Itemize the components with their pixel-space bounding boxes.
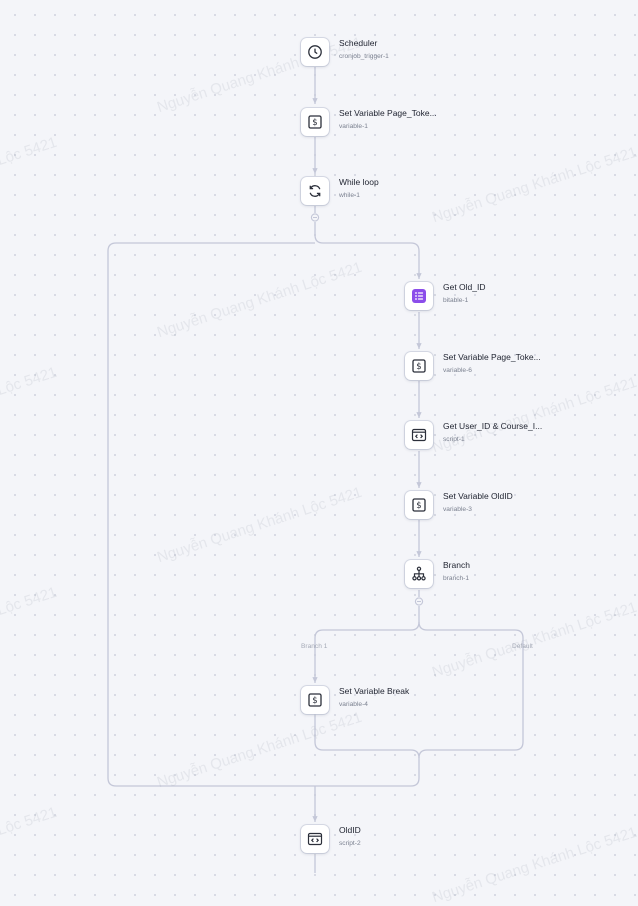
edge-loop-back bbox=[107, 242, 315, 787]
clock-icon bbox=[301, 38, 329, 66]
edge-merge-down bbox=[315, 758, 420, 787]
flow-connectors bbox=[107, 67, 524, 873]
dollar-icon: $ bbox=[301, 686, 329, 714]
node-set-variable-oldid[interactable]: $ Set Variable OldID variable-3 bbox=[405, 491, 513, 525]
node-title: Set Variable Break bbox=[339, 686, 410, 696]
branch-label-right: Default bbox=[512, 643, 533, 650]
node-set-variable-break[interactable]: $ Set Variable Break variable-4 bbox=[301, 686, 409, 720]
node-title: OldID bbox=[339, 825, 361, 835]
node-id: variable-6 bbox=[443, 367, 472, 374]
node-id: bitable-1 bbox=[443, 297, 469, 304]
edge-while-into-loop bbox=[314, 222, 422, 279]
node-id: script-1 bbox=[443, 436, 465, 443]
dollar-icon: $ bbox=[405, 491, 433, 519]
dollar-icon: $ bbox=[405, 352, 433, 380]
node-id: variable-3 bbox=[443, 506, 472, 513]
loop-icon bbox=[301, 177, 329, 205]
node-title: Get User_ID & Course_I... bbox=[443, 421, 543, 431]
node-scheduler[interactable]: Scheduler cronjob_trigger-1 bbox=[301, 38, 389, 72]
node-id: while-1 bbox=[339, 192, 360, 199]
node-while-loop[interactable]: While loop while-1 bbox=[301, 177, 379, 211]
svg-text:$: $ bbox=[312, 696, 317, 706]
branch-icon bbox=[405, 560, 433, 588]
node-title: Set Variable Page_Toke... bbox=[443, 352, 541, 362]
code-icon bbox=[301, 825, 329, 853]
node-title: While loop bbox=[339, 177, 379, 187]
node-branch[interactable]: Branch branch-1 bbox=[405, 560, 470, 594]
table-icon bbox=[405, 282, 433, 310]
node-title: Branch bbox=[443, 560, 470, 570]
dollar-icon: $ bbox=[301, 108, 329, 136]
edge-break-merge bbox=[314, 716, 420, 759]
node-id: branch-1 bbox=[443, 575, 470, 582]
node-id: script-2 bbox=[339, 840, 361, 847]
svg-text:$: $ bbox=[312, 118, 317, 128]
svg-text:$: $ bbox=[416, 501, 421, 511]
node-title: Scheduler bbox=[339, 38, 378, 48]
node-get-old-id[interactable]: Get Old_ID bitable-1 bbox=[405, 282, 486, 316]
node-set-variable-page-token[interactable]: $ Set Variable Page_Toke... variable-1 bbox=[301, 108, 437, 142]
node-title: Set Variable Page_Toke... bbox=[339, 108, 437, 118]
node-get-user-id-course-id[interactable]: Get User_ID & Course_I... script-1 bbox=[405, 421, 542, 455]
node-id: cronjob_trigger-1 bbox=[339, 53, 389, 60]
node-oldid-script[interactable]: OldID script-2 bbox=[301, 825, 361, 859]
edge-branch-split bbox=[312, 606, 420, 683]
node-id: variable-4 bbox=[339, 701, 368, 708]
branch-label-left: Branch 1 bbox=[301, 643, 328, 650]
node-title: Set Variable OldID bbox=[443, 491, 513, 501]
node-set-variable-page-token-2[interactable]: $ Set Variable Page_Toke... variable-6 bbox=[405, 352, 541, 386]
svg-text:$: $ bbox=[416, 362, 421, 372]
edge-branch-default bbox=[418, 621, 524, 759]
code-icon bbox=[405, 421, 433, 449]
node-id: variable-1 bbox=[339, 123, 368, 130]
node-title: Get Old_ID bbox=[443, 282, 486, 292]
